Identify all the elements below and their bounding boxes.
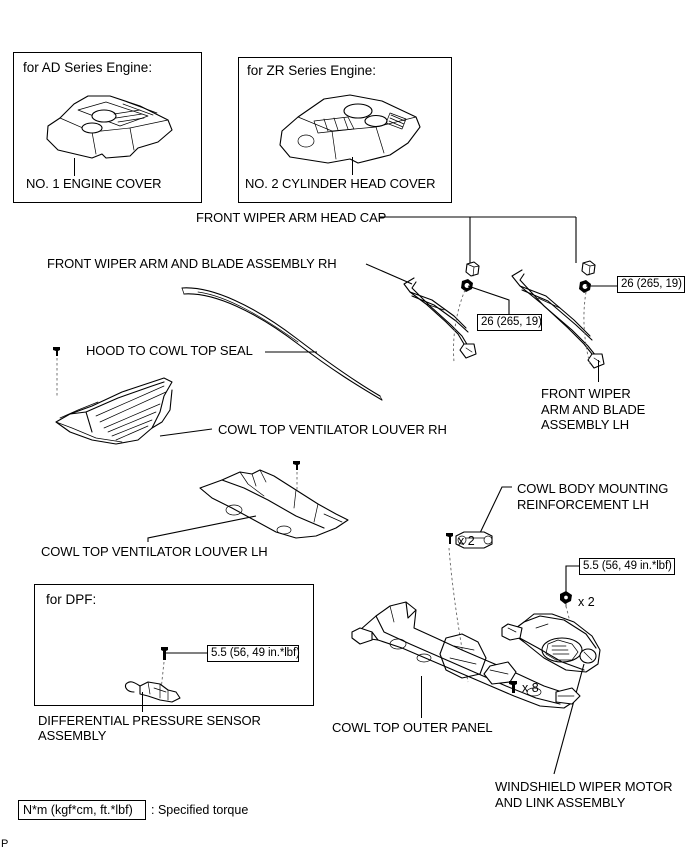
dps-label-leader: [142, 692, 144, 712]
louver-rh-clip-dashline: [56, 358, 58, 396]
head-cap-lh: [581, 260, 596, 276]
wiper-arm-rh-nut-dashline: [453, 289, 466, 363]
cowl-top-outer-panel: [351, 601, 581, 709]
louver-rh-leader: [159, 428, 213, 437]
cowl-body-mounting-reinforcement-lh-label: COWL BODY MOUNTING REINFORCEMENT LH: [517, 481, 669, 512]
wiper-arm-lh-nut: [579, 280, 591, 293]
cowl-top-outer-panel-bolt: [509, 681, 517, 693]
wiper-arm-lh-label-leader: [598, 360, 600, 382]
differential-pressure-sensor-label: DIFFERENTIAL PRESSURE SENSOR ASSEMBLY: [38, 713, 261, 743]
wiper-motor-bolt: [560, 591, 572, 608]
hood-to-cowl-top-seal: [181, 287, 383, 401]
differential-pressure-sensor-assembly: [124, 681, 181, 703]
torque-lh-leader: [586, 285, 617, 287]
cylinder-head-cover-leader: [352, 157, 354, 175]
cowl-top-ventilator-louver-rh: [55, 377, 173, 445]
engine-cover-leader: [74, 158, 76, 176]
cowl-body-mounting-bolt: [446, 533, 453, 544]
legend-description: : Specified torque: [151, 803, 249, 817]
wiper-motor-bolt-quantity: x 2: [578, 595, 595, 609]
hood-to-cowl-top-seal-label: HOOD TO COWL TOP SEAL: [86, 343, 253, 358]
louver-lh-leader: [147, 515, 257, 542]
windshield-wiper-motor-and-link-assembly: [501, 613, 601, 673]
cowl-top-ventilator-louver-rh-label: COWL TOP VENTILATOR LOUVER RH: [218, 422, 447, 437]
front-wiper-arm-blade-assembly-rh: [403, 277, 477, 359]
cowl-top-outer-panel-label: COWL TOP OUTER PANEL: [332, 720, 493, 735]
torque-spec-wiper-arm-rh: 26 (265, 19): [477, 314, 542, 331]
wiper-motor-label-leader: [553, 663, 585, 775]
cylinder-head-cover-label: NO. 2 CYLINDER HEAD COVER: [245, 176, 436, 191]
torque-spec-wiper-motor: 5.5 (56, 49 in.*lbf): [579, 558, 675, 575]
cowl-top-outer-panel-bolt-quantity: x 8: [522, 681, 539, 695]
louver-lh-clip: [293, 461, 300, 470]
windshield-wiper-motor-label: WINDSHIELD WIPER MOTOR AND LINK ASSEMBLY: [495, 779, 673, 810]
front-wiper-arm-head-cap-label: FRONT WIPER ARM HEAD CAP: [196, 210, 387, 225]
variant-box-dpf-title: for DPF:: [46, 592, 97, 607]
legend-torque-unit-box: N*m (kgf*cm, ft.*lbf): [18, 800, 146, 820]
wiper-arm-rh-leader: [365, 263, 413, 285]
front-wiper-arm-blade-lh-label: FRONT WIPER ARM AND BLADE ASSEMBLY LH: [541, 386, 646, 432]
head-cap-leader-lines: [380, 216, 577, 267]
front-wiper-arm-blade-rh-label: FRONT WIPER ARM AND BLADE ASSEMBLY RH: [47, 256, 337, 271]
cowl-top-ventilator-louver-lh-label: COWL TOP VENTILATOR LOUVER LH: [41, 544, 268, 559]
variant-box-ad-series-title: for AD Series Engine:: [23, 60, 153, 75]
louver-rh-clip: [53, 347, 60, 356]
torque-spec-wiper-arm-lh: 26 (265, 19): [617, 276, 685, 293]
engine-cover-illustration: [46, 95, 173, 159]
torque-spec-dps: 5.5 (56, 49 in.*lbf): [207, 645, 300, 662]
wiper-motor-torque-leader: [565, 565, 580, 594]
dps-torque-leader: [166, 652, 208, 654]
cowl-top-ventilator-louver-lh: [199, 469, 349, 539]
cylinder-head-cover-illustration: [279, 94, 421, 164]
cowl-body-mounting-bolt-quantity: x 2: [458, 534, 475, 548]
engine-cover-label: NO. 1 ENGINE COVER: [26, 176, 162, 191]
wiper-arm-lh-nut-dashline: [583, 291, 591, 365]
page-corner-mark: P: [1, 838, 9, 850]
cowl-body-mounting-reinforcement-lh: [455, 531, 493, 549]
head-cap-rh: [465, 261, 480, 277]
dps-bolt: [161, 647, 168, 660]
variant-box-zr-series-title: for ZR Series Engine:: [247, 63, 377, 78]
torque-rh-leader: [467, 285, 510, 314]
cowl-body-mounting-leader: [479, 486, 512, 534]
cowl-top-outer-panel-leader: [421, 676, 423, 718]
wiper-arm-rh-nut: [461, 279, 473, 292]
